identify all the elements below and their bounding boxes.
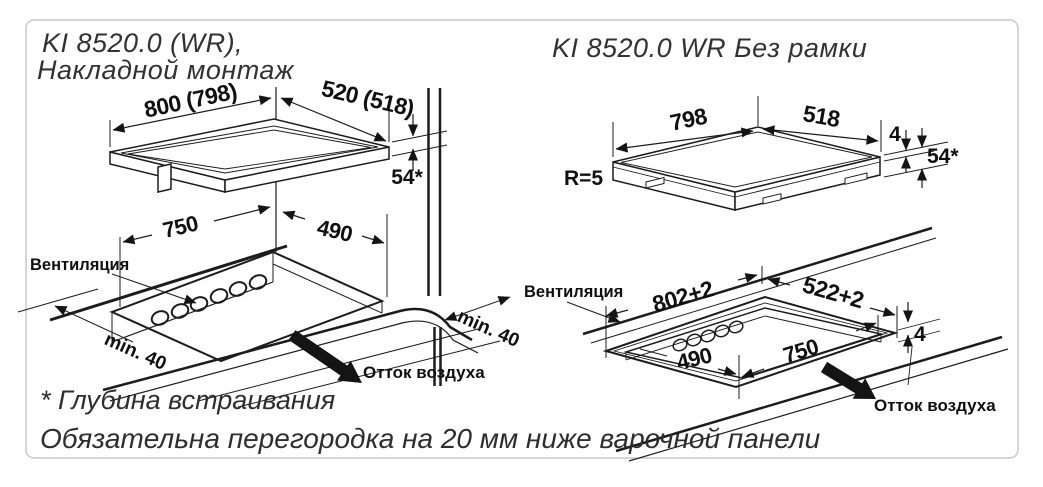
air-outflow-label-left: Отток воздуха <box>363 363 485 382</box>
ventilation-callout-left: Вентиляция <box>30 256 197 304</box>
dim-label-corner-radius: R=5 <box>564 167 603 190</box>
vent-slot <box>762 193 782 205</box>
vent-slot <box>645 176 665 189</box>
air-outflow-label-right: Отток воздуха <box>874 396 996 415</box>
ventilation-holes-row <box>672 320 744 352</box>
dim-798: 798 <box>612 96 759 157</box>
ventilation-callout-right: Вентиляция <box>524 283 623 323</box>
dim-label-518: 518 <box>801 100 843 132</box>
hob-fixing-tab <box>157 163 172 193</box>
left-cutout-view <box>17 244 501 408</box>
right-cutout-view <box>582 226 1009 462</box>
left-hob-perspective <box>109 118 390 193</box>
air-outflow-left: Отток воздуха <box>288 330 485 383</box>
dim-label-4-step: 4 <box>914 323 926 346</box>
ventilation-label-left: Вентиляция <box>30 256 129 274</box>
dim-4-glass: 4 <box>883 123 949 178</box>
ventilation-holes-row <box>150 274 268 326</box>
dim-4-step: 4 <box>897 302 941 353</box>
ventilation-label-right: Вентиляция <box>524 283 623 301</box>
dim-label-54-right: 54* <box>927 145 959 168</box>
dim-54-right: 54* <box>917 128 959 188</box>
air-outflow-arrow-icon <box>820 361 876 399</box>
dim-518: 518 <box>762 100 882 152</box>
left-title-line2: Накладной монтаж <box>37 55 295 85</box>
air-outflow-arrow-icon <box>288 330 362 383</box>
right-title: KI 8520.0 WR Без рамки <box>552 33 867 63</box>
dim-label-4-glass: 4 <box>889 123 901 146</box>
left-title-line1: KI 8520.0 (WR), <box>42 28 243 58</box>
dim-label-54-left: 54* <box>391 166 423 189</box>
dim-54-left: 54* <box>391 114 448 189</box>
air-outflow-right: Отток воздуха <box>820 361 996 415</box>
footnote-depth: * Глубина встраивания <box>40 385 335 415</box>
footnote-partition: Обязательна перегородка на 20 мм ниже ва… <box>40 423 821 454</box>
vent-slot <box>844 172 868 185</box>
right-diagram-frameless: KI 8520.0 WR Без рамки R=5 798 518 <box>524 33 1009 462</box>
